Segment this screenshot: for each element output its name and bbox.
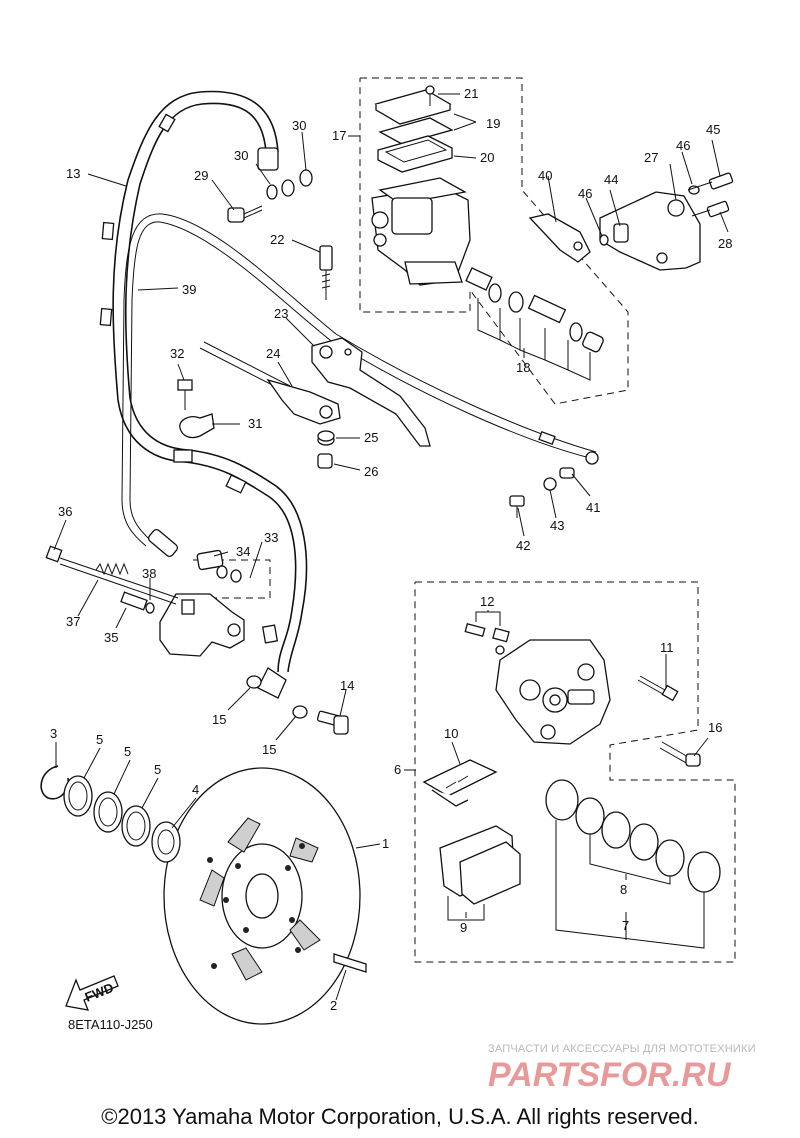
callout-21: 21: [464, 86, 478, 101]
callout-10: 10: [444, 726, 458, 741]
callout-11: 11: [660, 640, 674, 655]
callout-29: 29: [194, 168, 208, 183]
callout-31: 31: [248, 416, 262, 431]
callout-30a: 30: [292, 118, 306, 133]
callout-34: 34: [236, 544, 250, 559]
bolts-11-16: [637, 675, 701, 767]
callout-41: 41: [586, 500, 600, 515]
callout-5b: 5: [124, 744, 131, 759]
brake-lever: [311, 337, 431, 447]
parking-lever-24: [199, 341, 341, 425]
callout-5c: 5: [154, 762, 161, 777]
callout-46b: 46: [578, 186, 592, 201]
front-caliper-body: [495, 639, 611, 745]
callout-32: 32: [170, 346, 184, 361]
slide-pin-36-spring-37-sleeve-35-38: [45, 545, 179, 614]
callout-33: 33: [264, 530, 278, 545]
callout-6: 6: [394, 762, 401, 777]
diagram-code: 8ETA110-J250: [68, 1017, 153, 1032]
bolts-41-42-43: [509, 467, 575, 518]
caliper-assembly-group-box: [414, 581, 736, 963]
fwd-label: FWD: [83, 980, 116, 1005]
caliper-pistons-seals-7-8: [545, 779, 721, 949]
watermark-tagline: ЗАПЧАСТИ И АКСЕССУАРЫ ДЛЯ МОТОТЕХНИКИ: [488, 1043, 756, 1055]
brake-hose: [99, 90, 308, 699]
forward-arrow-icon: FWD: [65, 975, 119, 1011]
callout-44: 44: [604, 172, 618, 187]
callout-22: 22: [270, 232, 284, 247]
pad-spring-10: [422, 759, 498, 807]
callout-20: 20: [480, 150, 494, 165]
bleed-screw-12: [464, 611, 510, 655]
callout-14: 14: [340, 678, 354, 693]
right-handlebar-bracket: [528, 172, 734, 271]
callout-1: 1: [382, 836, 389, 851]
callout-25: 25: [364, 430, 378, 445]
callout-19: 19: [486, 116, 500, 131]
callout-42: 42: [516, 538, 530, 553]
callout-36: 36: [58, 504, 72, 519]
callout-43: 43: [550, 518, 564, 533]
callout-9: 9: [460, 920, 467, 935]
leader-lines: [53, 93, 729, 1001]
callout-4: 4: [192, 782, 199, 797]
callout-35: 35: [104, 630, 118, 645]
seals-5: [63, 775, 151, 847]
nut-25-collar-26: [317, 430, 335, 469]
callout-18: 18: [516, 360, 530, 375]
rear-caliper-group-box: [193, 559, 271, 599]
callout-8: 8: [620, 882, 627, 897]
callout-2: 2: [330, 998, 337, 1013]
watermark-brand: PARTSFOR.RU: [488, 1056, 732, 1092]
bolt-22: [319, 245, 333, 300]
callout-16: 16: [708, 720, 722, 735]
callout-24: 24: [266, 346, 280, 361]
callout-37: 37: [66, 614, 80, 629]
key-2: [333, 953, 367, 973]
master-cylinder-group-box: [359, 77, 629, 405]
callout-30b: 30: [234, 148, 248, 163]
bolt-29-washers-30: [227, 169, 313, 223]
master-cylinder: [371, 177, 471, 286]
callout-27: 27: [644, 150, 658, 165]
union-bolt-14-washers-15: [246, 675, 349, 735]
callout-15b: 15: [262, 742, 276, 757]
spacer-4: [151, 821, 181, 863]
callout-39: 39: [182, 282, 196, 297]
callout-46a: 46: [676, 138, 690, 153]
master-cylinder-piston-kit: [465, 267, 604, 381]
callout-26: 26: [364, 464, 378, 479]
callout-12: 12: [480, 594, 494, 609]
copyright-notice: ©2013 Yamaha Motor Corporation, U.S.A. A…: [101, 1104, 699, 1129]
callout-38: 38: [142, 566, 156, 581]
watermark-logo: PARTSFOR.RU: [488, 1056, 732, 1092]
callout-23: 23: [274, 306, 288, 321]
callout-15a: 15: [212, 712, 226, 727]
clamp-31-bolt-32: [177, 379, 215, 439]
callout-7: 7: [622, 918, 629, 933]
callout-28: 28: [718, 236, 732, 251]
brake-disc: [163, 767, 361, 1025]
callout-17: 17: [332, 128, 346, 143]
callout-45: 45: [706, 122, 720, 137]
callout-5a: 5: [96, 732, 103, 747]
callout-numbers: 1 2 3 4 5 5 5 6 7 8 9 10 11 12 13 14 15 …: [50, 86, 732, 1013]
reservoir-cap-21-19-20: [374, 85, 454, 173]
brake-cable: [121, 213, 599, 558]
callout-40: 40: [538, 168, 552, 183]
callout-3: 3: [50, 726, 57, 741]
callout-13: 13: [66, 166, 80, 181]
brake-pads-9: [439, 825, 521, 921]
